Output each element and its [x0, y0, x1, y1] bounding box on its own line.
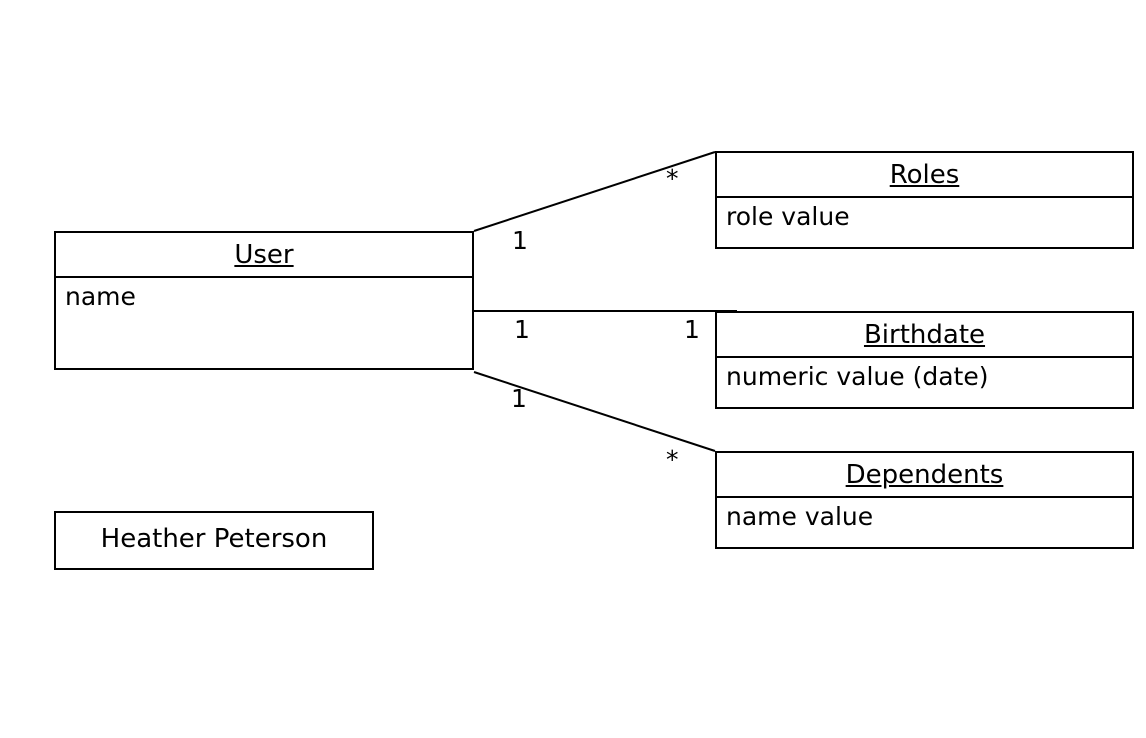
class-birthdate-title: Birthdate — [717, 313, 1132, 358]
class-birthdate-attribute: numeric value (date) — [726, 362, 989, 391]
class-user-title: User — [56, 233, 472, 278]
multiplicity-user-birthdate-birthdate: 1 — [684, 315, 700, 344]
multiplicity-user-roles-user: 1 — [512, 226, 528, 255]
class-dependents[interactable]: Dependents name value — [715, 451, 1134, 549]
multiplicity-user-birthdate-user: 1 — [514, 315, 530, 344]
multiplicity-user-dependents-dependents: * — [666, 445, 679, 474]
class-roles[interactable]: Roles role value — [715, 151, 1134, 249]
association-user-dependents — [473, 371, 716, 452]
class-dependents-attribute: name value — [726, 502, 874, 531]
class-user[interactable]: User name — [54, 231, 474, 370]
class-birthdate[interactable]: Birthdate numeric value (date) — [715, 311, 1134, 409]
class-roles-attribute: role value — [726, 202, 850, 231]
association-user-roles — [473, 151, 716, 232]
class-user-attribute: name — [65, 282, 136, 311]
multiplicity-user-dependents-user: 1 — [511, 384, 527, 413]
class-roles-title: Roles — [717, 153, 1132, 198]
class-dependents-title: Dependents — [717, 453, 1132, 498]
multiplicity-user-roles-roles: * — [666, 164, 679, 193]
author-label: Heather Peterson — [54, 511, 374, 570]
